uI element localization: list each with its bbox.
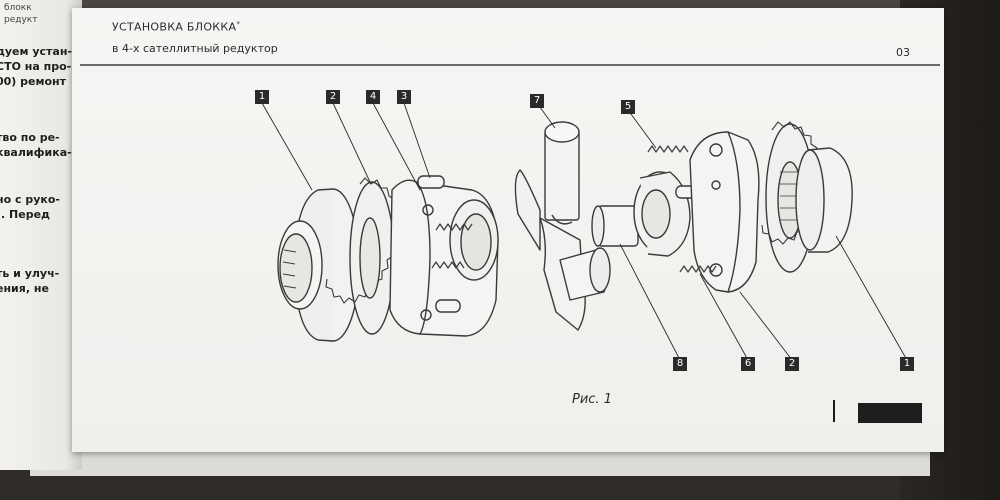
left-line: дуем устан-	[0, 45, 72, 58]
spider-cross-part	[514, 121, 611, 331]
page-title-text: УСТАНОВКА БЛОККА	[112, 20, 237, 34]
left-springs	[431, 223, 473, 269]
callout-1-bottom: 1	[900, 357, 914, 371]
left-line: 00) ремонт	[0, 75, 67, 88]
callout-7-top: 7	[530, 94, 544, 108]
right-springs	[647, 145, 717, 273]
left-line: СТО на про-	[0, 60, 72, 73]
left-page-text: но с руко- ). Перед	[0, 192, 82, 222]
footer-block	[858, 403, 922, 423]
left-line: ения, не	[0, 282, 49, 295]
callout-2-bottom: 2	[785, 357, 799, 371]
left-page-text: тво по ре- квалифика-	[0, 130, 82, 160]
left-line: но с руко-	[0, 193, 60, 206]
left-page-header: блокк редукт	[4, 2, 82, 26]
left-line: ). Перед	[0, 208, 50, 221]
page-title-mark: *	[236, 20, 241, 28]
callout-2-top: 2	[326, 90, 340, 104]
callout-1-top: 1	[255, 90, 269, 104]
header-divider	[80, 64, 940, 66]
page-title: УСТАНОВКА БЛОККА*	[112, 20, 240, 34]
page-under	[30, 448, 930, 476]
right-bearing	[633, 171, 705, 257]
left-line: ть и улуч-	[0, 267, 60, 280]
footer-bar	[833, 400, 835, 422]
left-header-line-1: блокк	[4, 3, 32, 13]
left-line: тво по ре-	[0, 131, 60, 144]
left-line: квалифика-	[0, 146, 72, 159]
callout-5-top: 5	[621, 100, 635, 114]
left-flange-part	[277, 188, 360, 342]
left-pins	[417, 175, 461, 313]
left-page-text: дуем устан- СТО на про- 00) ремонт	[0, 44, 82, 89]
figure-caption: Рис. 1	[572, 392, 612, 407]
left-header-line-2: редукт	[4, 15, 38, 25]
leader-lines	[261, 102, 908, 361]
callout-3-top: 3	[397, 90, 411, 104]
right-flange-part	[795, 147, 853, 253]
left-page-text: ть и улуч- ения, не	[0, 266, 82, 296]
right-housing	[689, 131, 760, 293]
page-subtitle: в 4-х сателлитный редуктор	[112, 42, 278, 55]
page-number: 03	[896, 46, 910, 59]
left-housing	[389, 179, 499, 337]
callout-4-top: 4	[366, 90, 380, 104]
callout-8-bottom: 8	[673, 357, 687, 371]
left-clutch-ring	[325, 177, 399, 335]
callout-6-bottom: 6	[741, 357, 755, 371]
right-pin-part-8	[591, 205, 639, 247]
left-page: блокк редукт дуем устан- СТО на про- 00)…	[0, 0, 82, 470]
